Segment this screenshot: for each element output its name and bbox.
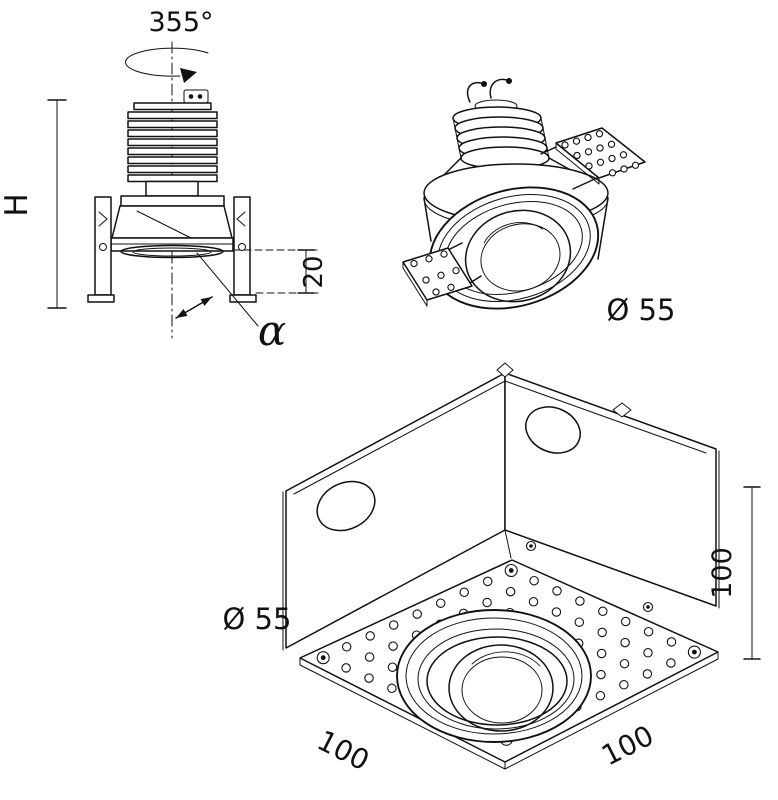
housing-width-label: 100: [312, 724, 375, 778]
rotation-angle-label: 355°: [148, 7, 213, 38]
top-connector: [183, 89, 209, 104]
module-diameter-label: Ø 55: [607, 293, 676, 327]
spring-pivot: [238, 243, 246, 251]
housing-height-label: 100: [707, 547, 738, 599]
tilt-angle-label: α: [258, 306, 286, 355]
bezel-rings: [396, 609, 592, 743]
heatsink-fins: [127, 102, 218, 197]
mounting-brackets: [87, 196, 257, 303]
spring-pivot: [99, 243, 107, 251]
recessed-lens: [448, 644, 554, 732]
wall-hole-right: [525, 406, 581, 454]
rotation-arrow: [125, 47, 209, 83]
cable-clamp: [612, 402, 632, 418]
module-3d-view: Ø 55: [402, 78, 676, 327]
heatsink-3d: [435, 99, 595, 184]
wall-hole-left: [316, 480, 376, 532]
trim-ring: [110, 237, 234, 252]
h-dimension-line: [47, 99, 67, 309]
recess-dimension-line: [232, 249, 321, 294]
fixture-body: [110, 195, 234, 259]
side-view-drawing: 355°: [0, 7, 329, 355]
plaster-flange: [299, 559, 719, 770]
cable-clamp: [496, 362, 514, 378]
housing-depth-label: 100: [596, 719, 659, 773]
cutout-diameter-label: Ø 55: [223, 602, 292, 636]
lens: [120, 244, 224, 259]
wires: [466, 78, 512, 103]
height-dimension-label: H: [0, 193, 35, 216]
perforated-bracket-left: [402, 242, 482, 307]
lens-3d: [464, 209, 572, 303]
perforated-bracket-right: [540, 127, 646, 190]
beam-tilt-arrow: [175, 252, 259, 327]
height-dimension-line: [743, 486, 761, 660]
housing-walls: [282, 362, 720, 651]
housing-3d-view: 100 100 100 Ø 55: [223, 362, 761, 778]
recess-depth-label: 20: [299, 255, 329, 288]
